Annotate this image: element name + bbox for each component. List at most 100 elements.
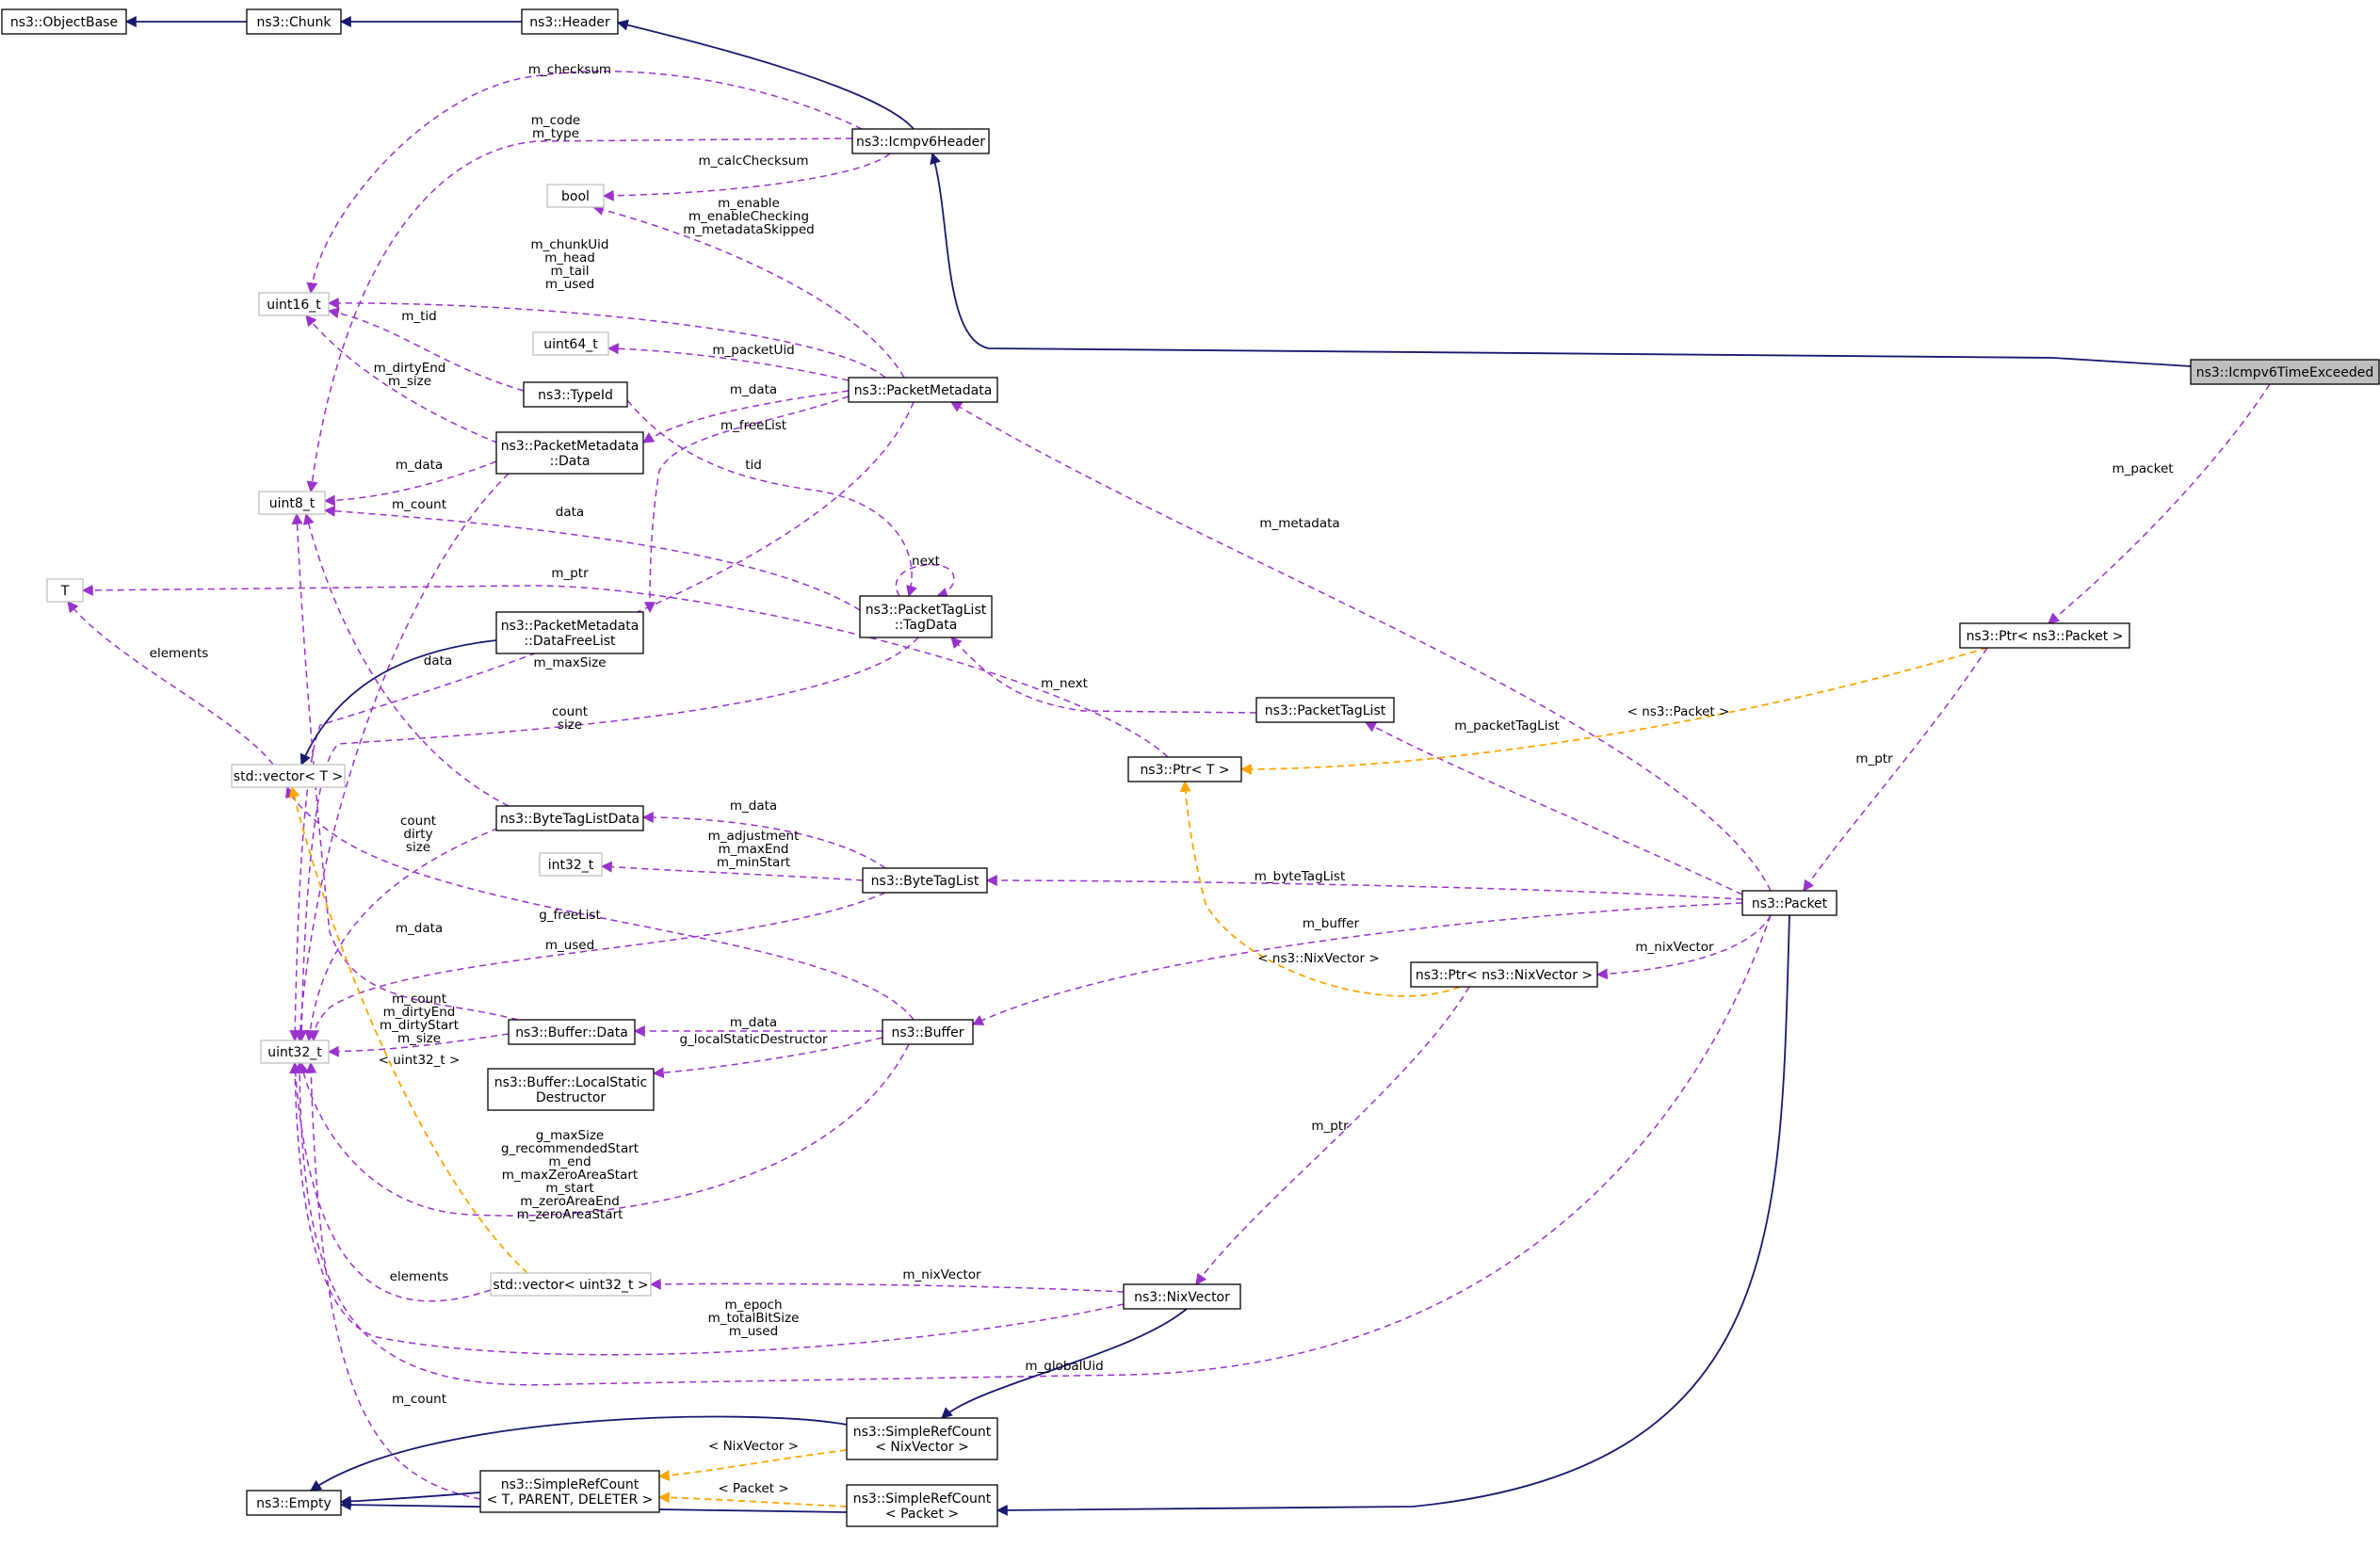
node-pmdatafreelist[interactable]: ns3::PacketMetadata::DataFreeList bbox=[495, 611, 644, 654]
node-packet[interactable]: ns3::Packet bbox=[1741, 890, 1838, 916]
edge-packet-srcpacket bbox=[996, 914, 1790, 1516]
edge-ptrnix-nixvector bbox=[1195, 986, 1470, 1285]
edge-label-ptrpacket-packet: m_ptr bbox=[1855, 751, 1893, 766]
node-label-srcpacket: ns3::SimpleRefCount bbox=[853, 1492, 992, 1507]
node-box-ptrpacket bbox=[1959, 622, 2130, 649]
node-tagdata[interactable]: ns3::PacketTagList::TagData bbox=[859, 595, 993, 638]
node-icmpv6te[interactable]: ns3::Icmpv6TimeExceeded bbox=[2190, 359, 2380, 385]
node-packettaglist[interactable]: ns3::PacketTagList bbox=[1255, 697, 1395, 723]
node-ptrnix[interactable]: ns3::Ptr< ns3::NixVector > bbox=[1410, 961, 1598, 988]
edge-packet-uint32 bbox=[294, 914, 1772, 1386]
node-label-bufferdata: ns3::Buffer::Data bbox=[515, 1025, 628, 1040]
edge-bytetaglist-int32 bbox=[600, 861, 864, 881]
node-label-srcpacket: < Packet > bbox=[885, 1507, 959, 1522]
edge-icmpv6header-uint16 bbox=[306, 70, 863, 295]
edge-label-ptrT-T: m_ptr bbox=[551, 566, 589, 581]
edge-srctpd-uint32 bbox=[305, 1061, 481, 1500]
node-typeid[interactable]: ns3::TypeId bbox=[523, 381, 628, 408]
edge-stdvectorT-T bbox=[67, 601, 274, 766]
edge-bufferdata-uint32 bbox=[327, 1033, 510, 1057]
edge-pmdatafreelist-stdvectorT bbox=[300, 639, 497, 766]
edge-pmdata-uint8 bbox=[323, 460, 497, 507]
node-box-srcnix bbox=[846, 1417, 998, 1460]
node-box-buffer bbox=[882, 1019, 974, 1045]
node-label-tagdata: ::TagData bbox=[895, 618, 958, 633]
node-box-srctpd bbox=[479, 1470, 660, 1513]
node-bytetaglist[interactable]: ns3::ByteTagList bbox=[862, 867, 988, 894]
node-icmpv6header[interactable]: ns3::Icmpv6Header bbox=[851, 128, 990, 154]
node-srcnix[interactable]: ns3::SimpleRefCount< NixVector > bbox=[846, 1417, 998, 1460]
node-header[interactable]: ns3::Header bbox=[521, 8, 619, 35]
node-srcpacket[interactable]: ns3::SimpleRefCount< Packet > bbox=[846, 1484, 998, 1527]
node-box-uint64 bbox=[532, 331, 609, 356]
node-empty[interactable]: ns3::Empty bbox=[246, 1490, 342, 1516]
edge-label-pmdata-uint32: m_count bbox=[392, 497, 446, 512]
edge-icmpv6header-header bbox=[616, 19, 915, 130]
edge-label-icmpv6header-uint16: m_checksum bbox=[528, 62, 611, 77]
node-objectbase[interactable]: ns3::ObjectBase bbox=[1, 8, 127, 35]
node-packetmetadata[interactable]: ns3::PacketMetadata bbox=[848, 377, 998, 403]
node-label-bytetaglist: ns3::ByteTagList bbox=[871, 874, 980, 889]
node-label-chunk: ns3::Chunk bbox=[256, 15, 332, 30]
node-label-packettaglist: ns3::PacketTagList bbox=[1265, 703, 1386, 718]
edge-buffer-uint32 bbox=[298, 1043, 910, 1217]
edge-buffer-stdvectorT bbox=[284, 785, 915, 1021]
node-label-T: T bbox=[60, 584, 70, 599]
node-label-uint16: uint16_t bbox=[267, 298, 321, 313]
edge-ptrT-T bbox=[81, 584, 1169, 758]
edge-label-srcnix-srctpd: < NixVector > bbox=[708, 1439, 799, 1454]
node-bytetaglistdata[interactable]: ns3::ByteTagListData bbox=[495, 805, 644, 831]
node-label-packet: ns3::Packet bbox=[1752, 896, 1828, 911]
node-buffer[interactable]: ns3::Buffer bbox=[882, 1019, 974, 1045]
edge-icmpv6header-bool bbox=[602, 153, 891, 202]
edge-label-pmdata-uint8: m_data bbox=[396, 458, 443, 473]
node-T: T bbox=[46, 578, 84, 603]
node-label-bool: bool bbox=[561, 189, 590, 204]
edge-label-typeid-tagdata: tid bbox=[745, 458, 762, 473]
edge-label-tagdata-self: next bbox=[912, 554, 940, 569]
node-chunk[interactable]: ns3::Chunk bbox=[246, 8, 342, 35]
node-bufferdata[interactable]: ns3::Buffer::Data bbox=[508, 1019, 636, 1045]
edge-label-nixvector-stdvectoruint32: m_nixVector bbox=[902, 1267, 981, 1282]
node-label-int32: int32_t bbox=[548, 858, 594, 873]
node-pmdata[interactable]: ns3::PacketMetadata::Data bbox=[495, 431, 644, 475]
edge-label-srctpd-uint32: m_count bbox=[392, 1392, 446, 1407]
node-label-buffer: ns3::Buffer bbox=[892, 1025, 964, 1040]
edge-label-bufferdata-uint8: m_data bbox=[396, 921, 443, 936]
node-label-srctpd: ns3::SimpleRefCount bbox=[501, 1477, 640, 1492]
edge-label-packetmetadata-uint64: m_packetUid bbox=[712, 343, 794, 358]
node-label-bufferlsd: Destructor bbox=[536, 1090, 607, 1105]
edge-tagdata-uint8 bbox=[323, 505, 861, 611]
edge-bytetaglist-bytetaglistdata bbox=[641, 812, 886, 869]
node-uint16: uint16_t bbox=[258, 292, 330, 316]
node-box-pmdatafreelist bbox=[495, 611, 644, 654]
node-ptrpacket[interactable]: ns3::Ptr< ns3::Packet > bbox=[1959, 622, 2130, 649]
edge-label-packetmetadata-uint32: m_maxSize bbox=[533, 655, 606, 670]
node-label-srcnix: < NixVector > bbox=[875, 1440, 969, 1455]
node-box-empty bbox=[246, 1490, 342, 1516]
edge-icmpv6header-uint8 bbox=[306, 137, 853, 493]
node-srctpd[interactable]: ns3::SimpleRefCount< T, PARENT, DELETER … bbox=[479, 1470, 660, 1513]
node-int32: int32_t bbox=[539, 852, 603, 877]
node-label-pmdata: ::Data bbox=[550, 454, 591, 469]
node-ptrT[interactable]: ns3::Ptr< T > bbox=[1127, 756, 1242, 782]
node-nixvector[interactable]: ns3::NixVector bbox=[1123, 1283, 1241, 1310]
edge-label-ptrnix-nixvector: m_ptr bbox=[1311, 1119, 1349, 1134]
edge-nixvector-uint32 bbox=[289, 1061, 1125, 1356]
node-label-objectbase: ns3::ObjectBase bbox=[10, 15, 118, 30]
edge-bytetaglistdata-uint32 bbox=[304, 823, 510, 1042]
node-label-uint32: uint32_t bbox=[267, 1045, 322, 1060]
edge-packetmetadata-bool bbox=[591, 203, 905, 379]
node-box-header bbox=[521, 8, 619, 35]
edge-packet-packetmetadata bbox=[949, 401, 1772, 892]
edge-packet-ptrnix bbox=[1595, 914, 1772, 980]
node-label-icmpv6te: ns3::Icmpv6TimeExceeded bbox=[2196, 365, 2374, 380]
